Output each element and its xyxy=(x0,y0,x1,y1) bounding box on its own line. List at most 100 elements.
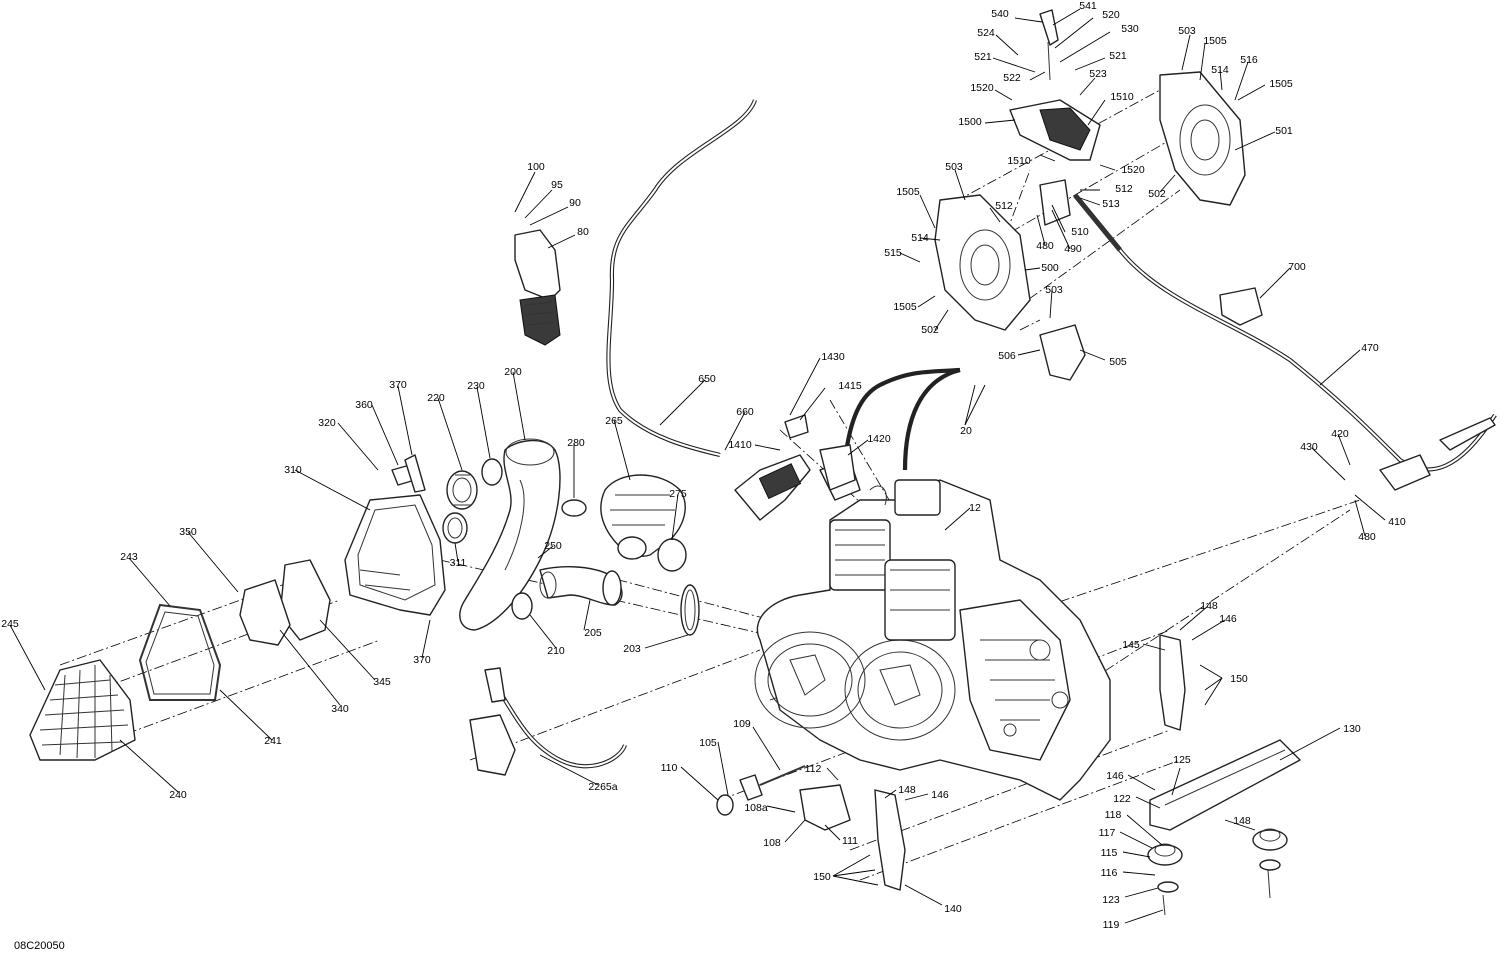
callout-515: 515 xyxy=(884,246,902,259)
callout-505: 505 xyxy=(1109,355,1127,368)
airbox-assembly xyxy=(29,438,700,761)
callout-241: 241 xyxy=(264,734,282,747)
callout-540: 540 xyxy=(991,7,1009,20)
callout-1410: 1410 xyxy=(728,438,752,451)
callout-521-left: 521 xyxy=(974,50,992,63)
callout-117: 117 xyxy=(1098,826,1116,839)
callout-280: 280 xyxy=(567,436,585,449)
callout-1500: 1500 xyxy=(958,115,982,128)
callout-108: 108 xyxy=(763,836,781,849)
callout-118: 118 xyxy=(1104,808,1122,821)
callout-510: 510 xyxy=(1071,225,1089,238)
callout-480-bottom: 480 xyxy=(1358,530,1376,543)
callout-514-top: 514 xyxy=(1211,63,1229,76)
callout-650: 650 xyxy=(698,372,716,385)
callout-265: 265 xyxy=(605,414,623,427)
callout-109: 109 xyxy=(733,717,751,730)
callout-95: 95 xyxy=(551,178,563,191)
callout-110: 110 xyxy=(660,761,678,774)
ecu-bracket xyxy=(734,414,856,521)
callout-80: 80 xyxy=(577,225,589,238)
callout-250: 250 xyxy=(544,539,562,552)
callout-146-center: 146 xyxy=(931,788,949,801)
leader-lines xyxy=(9,8,1386,924)
callout-205: 205 xyxy=(584,626,602,639)
callout-140: 140 xyxy=(944,902,962,915)
callout-210: 210 xyxy=(547,644,565,657)
callout-146-right: 146 xyxy=(1219,612,1237,625)
callout-112: 112 xyxy=(804,762,822,775)
callout-20: 20 xyxy=(960,424,972,437)
callout-1415: 1415 xyxy=(838,379,862,392)
callout-130: 130 xyxy=(1343,722,1361,735)
callout-1505-top: 1505 xyxy=(1203,34,1227,47)
callout-2265a: 2265a xyxy=(588,780,618,793)
shift-cable xyxy=(488,99,1497,769)
callout-1430: 1430 xyxy=(821,350,845,363)
callout-116: 116 xyxy=(1100,866,1118,879)
callout-150-right: 150 xyxy=(1230,672,1248,685)
callout-516: 516 xyxy=(1240,53,1258,66)
callout-115: 115 xyxy=(1100,846,1118,859)
callout-123: 123 xyxy=(1102,893,1120,906)
callout-1505-mid: 1505 xyxy=(896,185,920,198)
engine-assembly xyxy=(754,459,1111,801)
callout-203: 203 xyxy=(623,642,641,655)
alignment-lines xyxy=(59,89,1361,881)
callout-1510-top: 1510 xyxy=(1110,90,1134,103)
figure-code: 08C20050 xyxy=(14,940,65,952)
callout-514-mid: 514 xyxy=(911,231,929,244)
callout-1505-right: 1505 xyxy=(1269,77,1293,90)
callout-660: 660 xyxy=(736,405,754,418)
callout-500: 500 xyxy=(1041,261,1059,274)
callout-200: 200 xyxy=(504,365,522,378)
callout-490: 490 xyxy=(1064,242,1082,255)
callout-220: 220 xyxy=(427,391,445,404)
callout-512-right: 512 xyxy=(1115,182,1133,195)
callout-340: 340 xyxy=(331,702,349,715)
callout-360: 360 xyxy=(355,398,373,411)
callout-1505-low: 1505 xyxy=(893,300,917,313)
callout-501: 501 xyxy=(1275,124,1293,137)
callout-125: 125 xyxy=(1173,753,1191,766)
callout-370-top: 370 xyxy=(389,378,407,391)
callout-523: 523 xyxy=(1089,67,1107,80)
callout-370-bottom: 370 xyxy=(413,653,431,666)
callout-512-left: 512 xyxy=(995,199,1013,212)
callout-12: 12 xyxy=(969,501,981,514)
callout-122: 122 xyxy=(1113,792,1131,805)
callout-530: 530 xyxy=(1121,22,1139,35)
shifter-assembly xyxy=(934,9,1496,491)
callout-480-top: 480 xyxy=(1036,239,1054,252)
grille-mesh xyxy=(39,665,129,759)
callout-100: 100 xyxy=(527,160,545,173)
callout-502-low: 502 xyxy=(921,323,939,336)
callout-148-right: 148 xyxy=(1200,599,1218,612)
mount-parts xyxy=(469,634,1301,916)
callout-541: 541 xyxy=(1079,0,1097,12)
callout-503-low: 503 xyxy=(1045,283,1063,296)
callout-145: 145 xyxy=(1122,638,1140,651)
callout-1510-bottom: 1510 xyxy=(1007,154,1031,167)
callout-275: 275 xyxy=(669,487,687,500)
callout-503-top: 503 xyxy=(1178,24,1196,37)
callout-410: 410 xyxy=(1388,515,1406,528)
callout-119: 119 xyxy=(1102,918,1120,931)
callout-502-top: 502 xyxy=(1148,187,1166,200)
callout-1520-bottom: 1520 xyxy=(1121,163,1145,176)
callout-1420: 1420 xyxy=(867,432,891,445)
callout-148-center: 148 xyxy=(898,783,916,796)
callout-350: 350 xyxy=(179,525,197,538)
callout-90: 90 xyxy=(569,196,581,209)
callout-1520-top: 1520 xyxy=(970,81,994,94)
callout-105: 105 xyxy=(699,736,717,749)
callout-700: 700 xyxy=(1288,260,1306,273)
callout-111: 111 xyxy=(842,834,858,847)
callout-506: 506 xyxy=(998,349,1016,362)
callout-524: 524 xyxy=(977,26,995,39)
callout-320: 320 xyxy=(318,416,336,429)
callout-108a: 108a xyxy=(744,801,768,814)
callout-311: 311 xyxy=(449,556,467,569)
callout-243: 243 xyxy=(120,550,138,563)
